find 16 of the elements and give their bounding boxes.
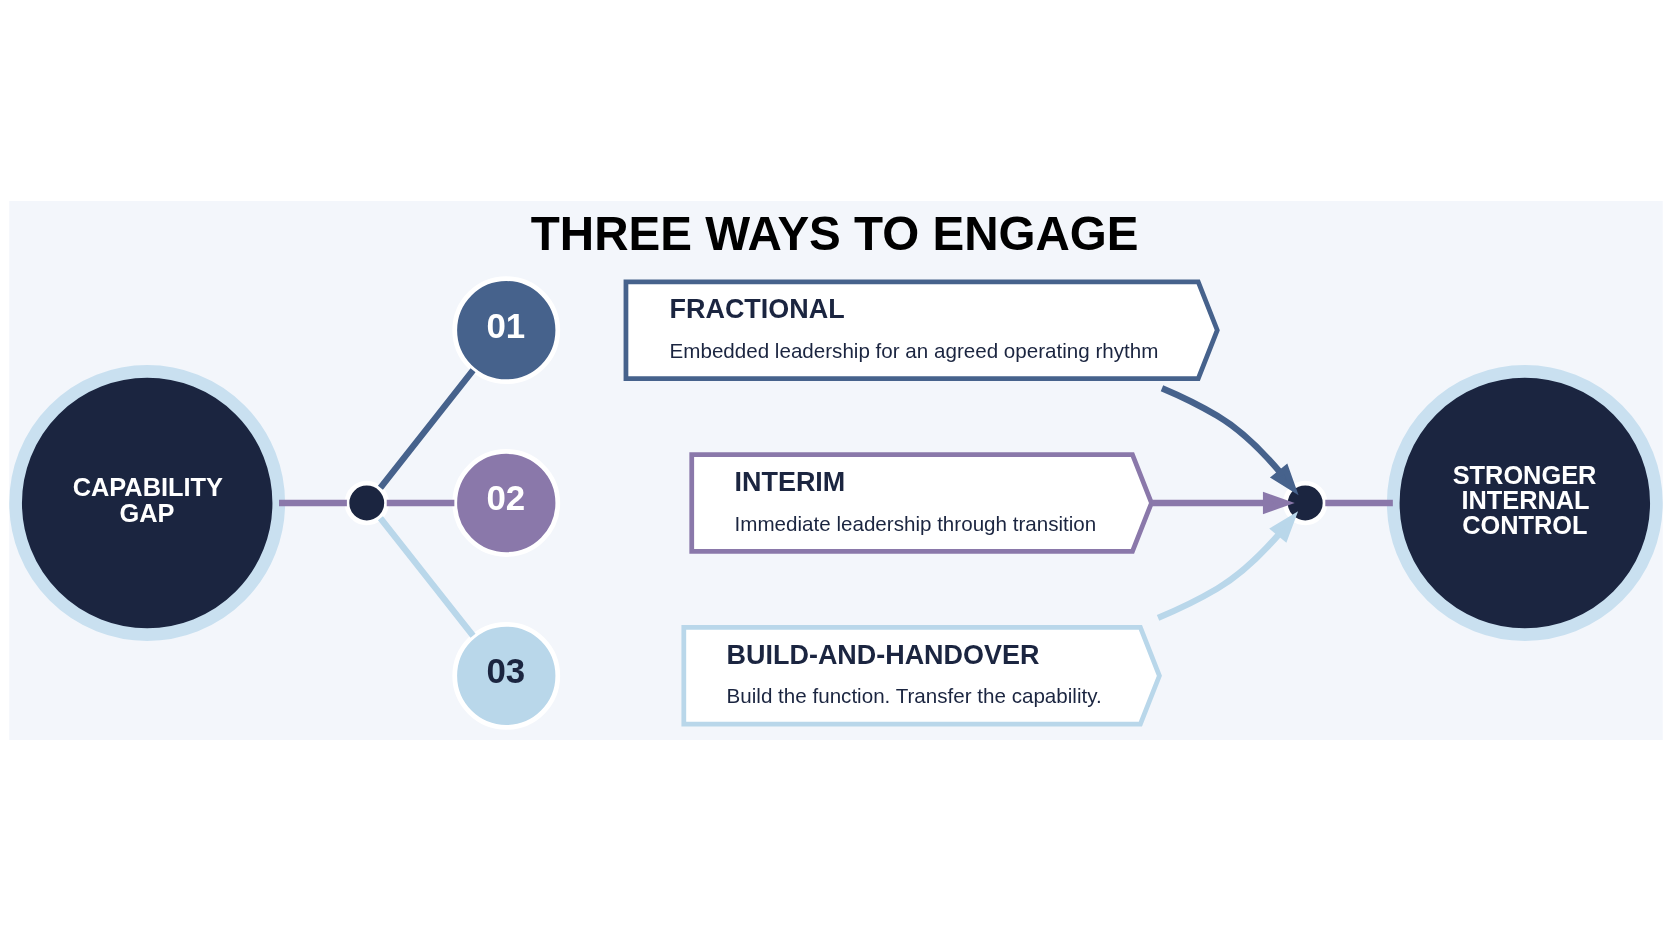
- connector: [1325, 499, 1393, 507]
- arrow: [1156, 511, 1299, 621]
- arrow: [1151, 491, 1295, 515]
- connector: [386, 499, 455, 507]
- node-circle: 03: [452, 621, 561, 730]
- diagram-title: THREE WAYS TO ENGAGE: [530, 207, 1139, 261]
- node-circle: 02: [452, 449, 561, 557]
- node-circle: CAPABILITY GAP: [9, 365, 286, 641]
- node-circle: STRONGER INTERNAL CONTROL: [1386, 365, 1663, 641]
- node-circle: [1283, 480, 1328, 526]
- node-circle: 01: [452, 276, 561, 385]
- connector: [279, 499, 347, 507]
- node-circle: [344, 480, 389, 526]
- connector: [377, 516, 476, 638]
- connector: [377, 368, 476, 490]
- arrow: [1160, 385, 1299, 496]
